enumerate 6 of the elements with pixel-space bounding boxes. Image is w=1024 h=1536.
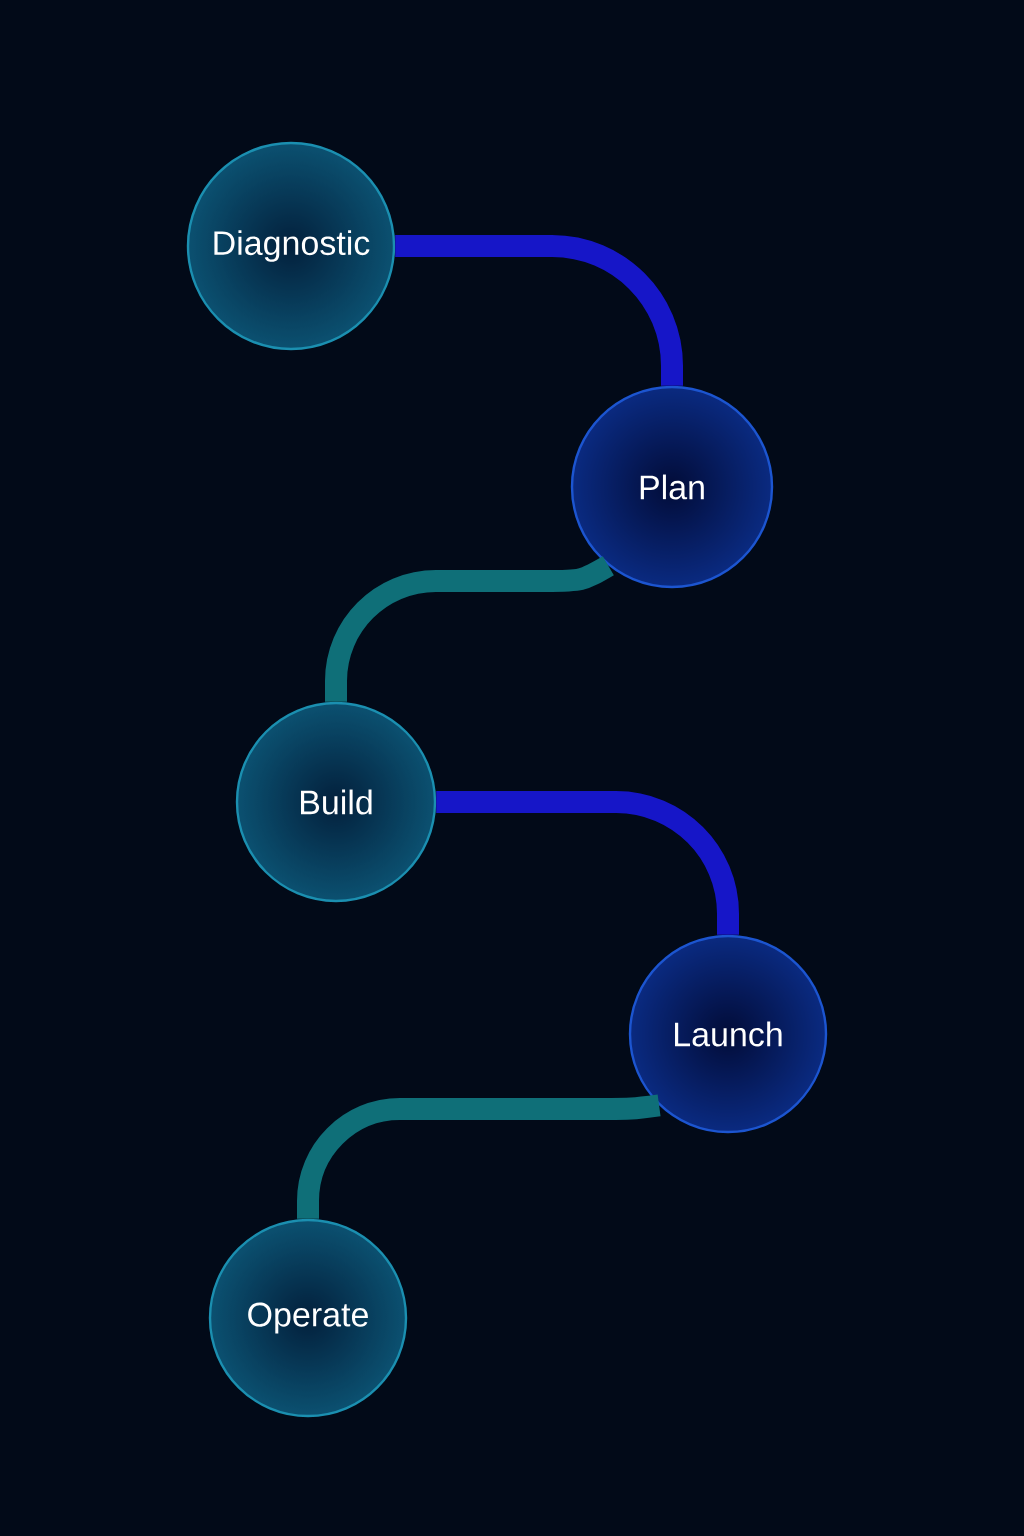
circle-node: Diagnostic [186,141,396,351]
circle-node: Launch [628,934,828,1134]
connector [395,235,683,386]
circle-node: Plan [570,385,774,589]
circle-node: Operate [208,1218,408,1418]
circle-node: Build [235,701,437,903]
